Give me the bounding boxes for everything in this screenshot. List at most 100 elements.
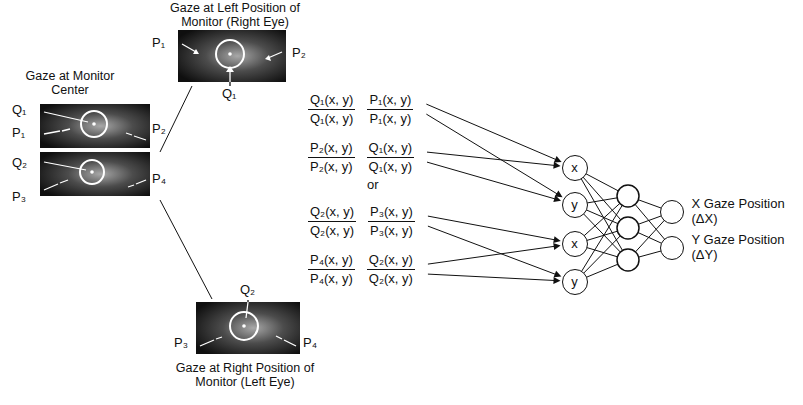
- network-links: [575, 168, 672, 282]
- numerator: P₁(x, y): [367, 92, 413, 109]
- fraction: P₄(x, y)P₄(x, y): [308, 252, 355, 286]
- pupil-center: [90, 170, 94, 174]
- point-label: Q₂: [240, 283, 255, 298]
- pupil-circle: [230, 312, 258, 340]
- denominator: P₄(x, y): [308, 269, 355, 287]
- fraction: Q₂(x, y)Q₂(x, y): [367, 252, 415, 286]
- leader-line: [44, 131, 60, 134]
- leader-line: [126, 133, 132, 135]
- hidden-neuron: [617, 185, 639, 207]
- eye-image: [196, 302, 300, 354]
- point-label: P₃: [174, 336, 188, 351]
- fraction-pair: P₄(x, y)P₄(x, y) Q₂(x, y)Q₂(x, y): [298, 250, 425, 288]
- eye-image: [178, 30, 286, 82]
- leader-line: [216, 337, 222, 339]
- input-neuron: x: [562, 231, 588, 257]
- input-neuron: y: [562, 192, 588, 218]
- numerator: P₃(x, y): [368, 204, 415, 221]
- pupil-circle: [216, 40, 244, 68]
- leader-line: [247, 300, 248, 302]
- fraction: P₁(x, y)P₁(x, y): [367, 92, 413, 126]
- point-label: Q₁: [222, 87, 237, 102]
- point-label: P₃: [12, 190, 26, 205]
- hidden-neuron: [617, 249, 639, 271]
- output-neuron: [660, 200, 684, 224]
- arrow-connector: [426, 104, 556, 160]
- input-variable: x: [571, 237, 578, 250]
- leader-line: [276, 336, 282, 339]
- arrow-connector: [428, 274, 555, 280]
- input-neuron: x: [562, 155, 588, 181]
- point-label: Q₁: [12, 103, 27, 118]
- pupil-center: [92, 122, 96, 126]
- denominator: Q₁(x, y): [308, 109, 355, 127]
- fraction-pair: P₂(x, y)P₂(x, y) Q₁(x, y)Q₁(x, y): [298, 138, 424, 176]
- point-label: P₂: [292, 46, 306, 61]
- denominator: Q₂(x, y): [308, 221, 356, 239]
- numerator: P₂(x, y): [308, 140, 355, 157]
- denominator: Q₂(x, y): [367, 269, 415, 287]
- leader-line: [128, 185, 134, 187]
- pupil-center: [228, 52, 232, 56]
- arrow-connector: [427, 162, 555, 199]
- arrow-head: [553, 236, 561, 243]
- arrow-connector: [428, 246, 555, 264]
- denominator: P₁(x, y): [367, 109, 413, 127]
- arrow-connector: [428, 226, 556, 274]
- leader-line: [60, 180, 68, 183]
- denominator: P₂(x, y): [308, 157, 355, 175]
- leader-line: [134, 136, 146, 140]
- arrow-head: [553, 277, 560, 284]
- fraction: Q₁(x, y)Q₁(x, y): [308, 92, 355, 126]
- leader-line: [62, 129, 70, 131]
- point-label: P₁: [12, 126, 25, 141]
- point-label: P₄: [152, 172, 166, 187]
- arrow-head: [553, 243, 560, 250]
- denominator: Q₁(x, y): [367, 157, 414, 175]
- image-title: Gaze at Left Position of Monitor (Right …: [152, 1, 318, 30]
- eye-image: [40, 152, 150, 196]
- numerator: Q₂(x, y): [308, 204, 356, 221]
- hidden-neuron: [617, 217, 639, 239]
- input-variable: x: [571, 161, 578, 174]
- numerator: Q₁(x, y): [367, 140, 414, 157]
- leader-line: [44, 162, 86, 170]
- image-title: Gaze at Monitor Center: [20, 69, 120, 98]
- input-variable: y: [571, 198, 578, 211]
- arrow-connector: [427, 152, 555, 165]
- output-neuron-group: Y Gaze Position (ΔY): [660, 233, 796, 263]
- leader-line: [200, 340, 214, 346]
- arrow-head: [554, 156, 562, 162]
- output-label: X Gaze Position (ΔX): [692, 197, 796, 227]
- leader-line: [136, 180, 146, 184]
- arrow-head: [265, 55, 271, 61]
- fraction: Q₂(x, y)Q₂(x, y): [308, 204, 356, 238]
- arrow-head: [226, 66, 234, 72]
- output-neuron: [660, 236, 684, 260]
- numerator: Q₁(x, y): [308, 92, 355, 109]
- leader-line: [284, 340, 296, 346]
- input-neuron: y: [562, 269, 588, 295]
- denominator: P₃(x, y): [368, 221, 415, 239]
- arrow-head: [553, 195, 561, 202]
- arrow-connector: [428, 216, 555, 240]
- image-title: Gaze at Right Position of Monitor (Left …: [160, 361, 330, 390]
- point-label: P₁: [152, 36, 165, 51]
- arrow-head: [553, 162, 560, 169]
- leader-line: [44, 184, 58, 190]
- input-variable: y: [571, 275, 578, 288]
- pupil-circle: [80, 160, 104, 184]
- point-label: P₂: [152, 122, 166, 137]
- zoom-line: [160, 86, 192, 152]
- eye-image: [40, 104, 150, 148]
- numerator: Q₂(x, y): [367, 252, 415, 269]
- arrow-connector: [426, 114, 557, 194]
- fraction-pair: Q₂(x, y)Q₂(x, y) P₃(x, y)P₃(x, y): [298, 202, 425, 240]
- leader-line: [268, 52, 282, 58]
- point-label: P₄: [303, 336, 317, 351]
- leader-line: [44, 112, 88, 122]
- leader-line: [229, 82, 230, 86]
- pupil-circle: [81, 111, 107, 137]
- fraction-pair: Q₁(x, y)Q₁(x, y) P₁(x, y)P₁(x, y): [298, 90, 423, 128]
